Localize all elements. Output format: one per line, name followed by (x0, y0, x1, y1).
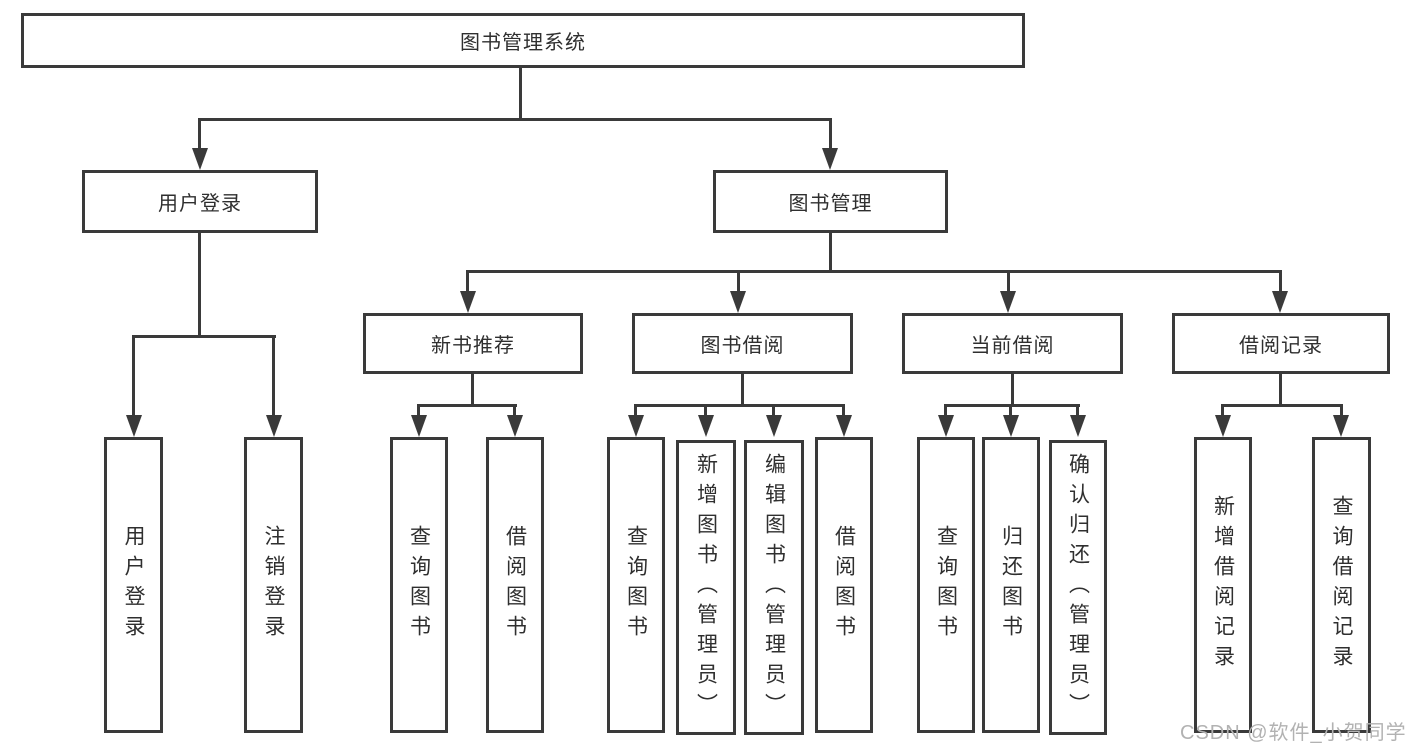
arrow-down-icon (411, 415, 427, 437)
node-new-book-recommend-label: 新书推荐 (431, 335, 515, 357)
leaf-records-add-label: 新增借阅记录 (1211, 495, 1235, 675)
connector-current-stem (1007, 270, 1010, 295)
leaf-borrow-borrow-label: 借阅图书 (832, 525, 856, 645)
connector-current-bar (944, 404, 1080, 407)
connector-current-down (1011, 372, 1014, 406)
arrow-down-icon (698, 415, 714, 437)
connector-login-bar (132, 335, 276, 338)
arrow-down-icon (766, 415, 782, 437)
arrow-down-icon (1333, 415, 1349, 437)
connector-login-down (198, 231, 201, 338)
leaf-current-query-label: 查询图书 (934, 525, 958, 645)
arrow-down-icon (1000, 291, 1016, 313)
arrow-down-icon (1272, 291, 1288, 313)
node-borrow-records: 借阅记录 (1172, 313, 1390, 374)
leaf-records-add: 新增借阅记录 (1194, 437, 1252, 733)
connector-level3-bar (466, 270, 1282, 273)
node-book-management-label: 图书管理 (788, 193, 873, 215)
connector-leaf-stem (704, 404, 707, 419)
leaf-current-query: 查询图书 (917, 437, 975, 733)
connector-borrow-down (741, 372, 744, 406)
connector-leaf-stem (1221, 404, 1224, 419)
leaf-newbook-query-label: 查询图书 (407, 525, 431, 645)
leaf-borrow-edit: 编辑图书（管理员） (744, 440, 804, 735)
leaf-current-confirm-return: 确认归还（管理员） (1049, 440, 1107, 735)
leaf-newbook-borrow: 借阅图书 (486, 437, 544, 733)
arrow-down-icon (266, 415, 282, 437)
leaf-newbook-query: 查询图书 (390, 437, 448, 733)
connector-leaf-stem (772, 404, 775, 419)
connector-leaf-stem (1009, 404, 1012, 419)
node-root: 图书管理系统 (21, 13, 1025, 68)
leaf-current-return-label: 归还图书 (999, 525, 1023, 645)
arrow-down-icon (730, 291, 746, 313)
connector-mgmt-stem (829, 118, 832, 152)
arrow-down-icon (1215, 415, 1231, 437)
connector-leaf-stem (944, 404, 947, 419)
leaf-records-query: 查询借阅记录 (1312, 437, 1371, 733)
connector-leaf-stem (842, 404, 845, 419)
node-new-book-recommend: 新书推荐 (363, 313, 583, 374)
leaf-current-return: 归还图书 (982, 437, 1040, 733)
node-user-login: 用户登录 (82, 170, 318, 233)
connector-records-down (1279, 372, 1282, 406)
node-root-label: 图书管理系统 (460, 32, 586, 54)
connector-leaf-stem (634, 404, 637, 419)
connector-root-stem (519, 66, 522, 120)
connector-records-bar (1221, 404, 1343, 407)
leaf-user-login: 用户登录 (104, 437, 163, 733)
leaf-borrow-query: 查询图书 (607, 437, 665, 733)
node-book-borrow-label: 图书借阅 (700, 335, 785, 357)
connector-borrow-bar (634, 404, 845, 407)
connector-login-stem (198, 118, 201, 152)
arrow-down-icon (836, 415, 852, 437)
node-current-borrow-label: 当前借阅 (970, 335, 1055, 357)
node-current-borrow: 当前借阅 (902, 313, 1123, 374)
arrow-down-icon (1070, 415, 1086, 437)
leaf-borrow-borrow: 借阅图书 (815, 437, 873, 733)
arrow-down-icon (460, 291, 476, 313)
arrow-down-icon (1003, 415, 1019, 437)
connector-leaf-stem (513, 404, 516, 419)
leaf-borrow-add-label: 新增图书（管理员） (694, 452, 718, 723)
arrow-down-icon (126, 415, 142, 437)
leaf-user-login-label: 用户登录 (122, 525, 145, 645)
leaf-borrow-add: 新增图书（管理员） (676, 440, 736, 735)
leaf-records-query-label: 查询借阅记录 (1330, 495, 1353, 675)
arrow-down-icon (507, 415, 523, 437)
connector-borrow-stem (737, 270, 740, 295)
connector-login-leaf1-stem (132, 335, 135, 419)
arrow-down-icon (628, 415, 644, 437)
csdn-watermark: CSDN @软件_小贺同学 (1180, 722, 1405, 744)
connector-level2-bar (198, 118, 832, 121)
arrow-down-icon (938, 415, 954, 437)
connector-leaf-stem (1340, 404, 1343, 419)
leaf-newbook-borrow-label: 借阅图书 (503, 525, 527, 645)
node-borrow-records-label: 借阅记录 (1239, 335, 1323, 357)
leaf-borrow-edit-label: 编辑图书（管理员） (762, 452, 786, 723)
connector-newbook-stem (466, 270, 469, 295)
node-book-borrow: 图书借阅 (632, 313, 853, 374)
arrow-down-icon (822, 148, 838, 170)
node-book-management: 图书管理 (713, 170, 948, 233)
connector-records-stem (1279, 270, 1282, 295)
connector-leaf-stem (1076, 404, 1079, 419)
arrow-down-icon (192, 148, 208, 170)
connector-mgmt-down (829, 231, 832, 272)
connector-newbook-bar (417, 404, 517, 407)
leaf-borrow-query-label: 查询图书 (624, 525, 648, 645)
leaf-logout-label: 注销登录 (262, 525, 285, 645)
leaf-logout: 注销登录 (244, 437, 303, 733)
connector-leaf-stem (417, 404, 420, 419)
connector-newbook-down (471, 372, 474, 406)
leaf-current-confirm-return-label: 确认归还（管理员） (1066, 452, 1090, 723)
node-user-login-label: 用户登录 (158, 193, 242, 215)
connector-login-leaf2-stem (272, 335, 275, 419)
